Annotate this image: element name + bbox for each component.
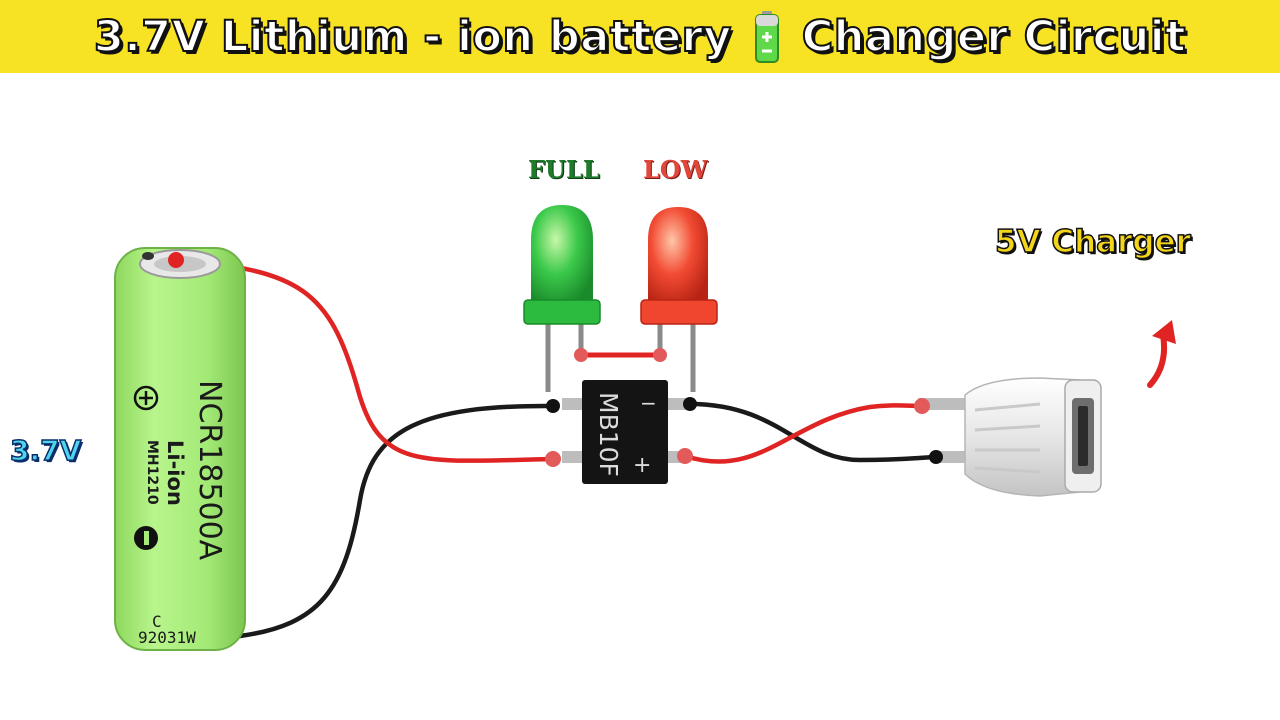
led-green [523, 205, 601, 392]
battery-icon [754, 10, 779, 63]
title-banner: 3.7V Lithium - ion battery Changer Circu… [0, 0, 1280, 73]
low-label: LOW [643, 155, 708, 184]
battery-code: MH1210 [144, 440, 160, 505]
chip-label: MB10F [594, 392, 623, 477]
title-left: 3.7V Lithium - ion battery [93, 11, 732, 63]
wire-black-battery [237, 403, 556, 639]
charger-label: 5V Charger [994, 223, 1191, 261]
bridge-rectifier-chip [562, 380, 687, 484]
title-right: Changer Circuit [801, 11, 1187, 63]
led-red [640, 207, 718, 392]
voltage-label: 3.7V [9, 433, 82, 468]
chip-plus: + [633, 453, 651, 478]
battery-model: NCR18500A [192, 380, 227, 561]
solder-points [168, 252, 943, 467]
full-label: FULL [528, 155, 600, 184]
wire-red-charger [682, 403, 925, 464]
battery-plus-icon [133, 385, 159, 411]
wire-black-charger [687, 401, 939, 463]
battery-minus-icon [134, 526, 158, 550]
usb-charging-socket [918, 377, 1102, 497]
battery-batch-letter: C [152, 612, 162, 631]
battery-batch-number: 92031W [138, 628, 196, 647]
battery-chemistry: Li-ion [163, 440, 187, 506]
chip-minus: − [640, 391, 657, 415]
wire-red-battery [173, 257, 556, 463]
curved-arrow-icon [1147, 320, 1176, 388]
